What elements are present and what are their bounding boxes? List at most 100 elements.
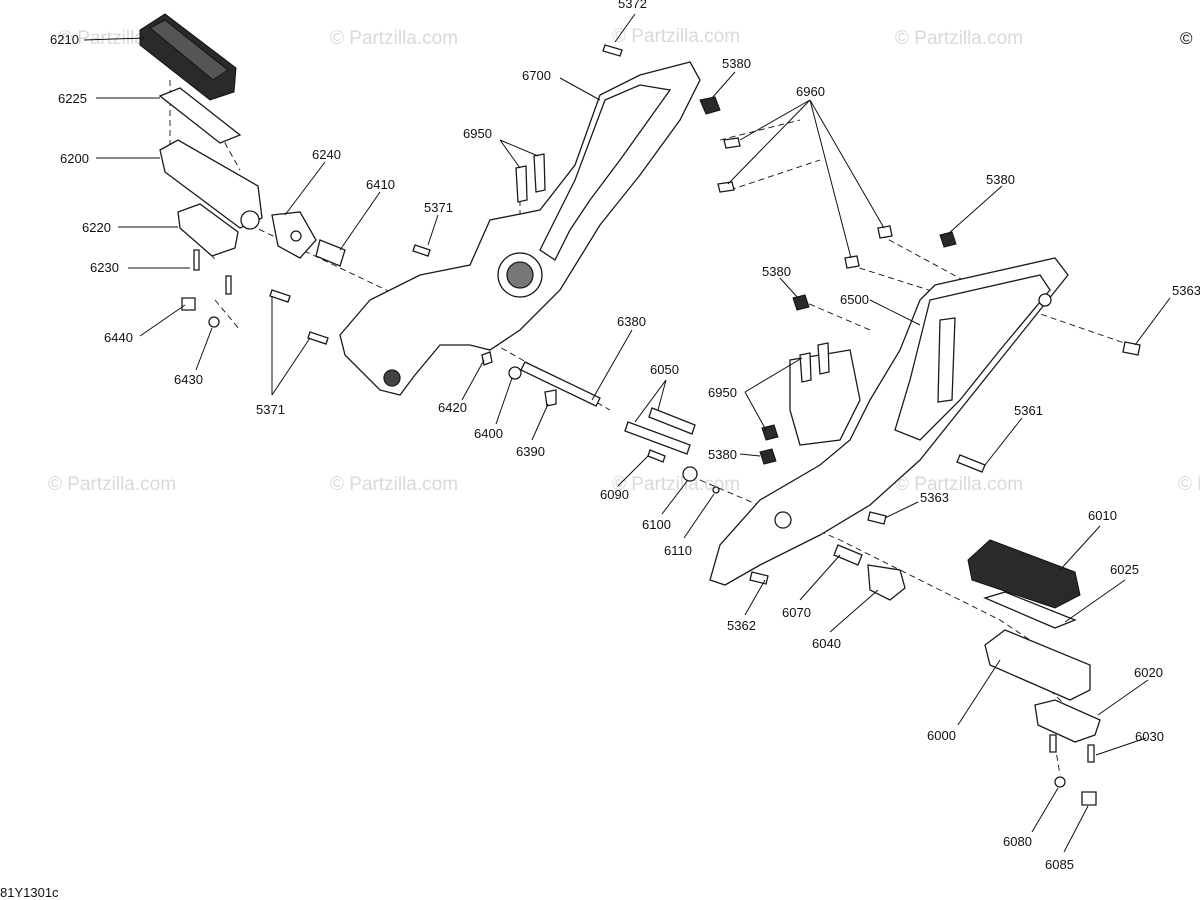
- leader: [339, 191, 381, 251]
- copyright-mark: ©: [1180, 29, 1193, 48]
- leader: [591, 329, 633, 401]
- callout-6400: 6400: [474, 426, 503, 441]
- callout-6420: 6420: [438, 400, 467, 415]
- bracket-slot: [937, 317, 956, 403]
- bolt-6050-b: [624, 421, 691, 455]
- callout-6210: 6210: [50, 32, 79, 47]
- leader: [1097, 679, 1149, 716]
- leader: [1063, 805, 1089, 853]
- leader: [884, 501, 919, 519]
- nut-6085: [1081, 791, 1097, 806]
- callout-5372: 5372: [618, 0, 647, 11]
- washer-6100: [682, 466, 698, 482]
- footpeg-rubber-6010: [967, 539, 1081, 609]
- axis-line: [719, 119, 1131, 346]
- callout-5363-top: 5363: [1172, 283, 1200, 298]
- bolt-6960-c: [877, 225, 893, 239]
- callout-6025: 6025: [1110, 562, 1139, 577]
- axis-line: [799, 264, 961, 331]
- bolt-6950-a: [515, 165, 528, 203]
- callout-6010: 6010: [1088, 508, 1117, 523]
- leader: [1095, 737, 1147, 756]
- bolt-6950-c: [799, 352, 812, 383]
- leader: [495, 377, 513, 425]
- watermark: © Partzilla.com: [895, 28, 1023, 49]
- callout-5380-top: 5380: [722, 56, 751, 71]
- bolt-6380: [520, 361, 601, 407]
- bolt-5361: [956, 454, 986, 473]
- left-footpeg-group: [139, 13, 346, 345]
- leader: [461, 359, 485, 401]
- spacer-6420: [481, 351, 493, 366]
- leader: [727, 99, 885, 259]
- bracket-hole: [774, 511, 792, 529]
- leader: [947, 185, 1003, 235]
- footpeg-body-6200: [159, 139, 263, 229]
- watermark: © Partzilla.com: [895, 474, 1023, 495]
- leader: [984, 417, 1023, 466]
- leader: [284, 161, 326, 216]
- callout-5361: 5361: [1014, 403, 1043, 418]
- leader: [83, 37, 146, 41]
- watermark: © Partzilla.com: [48, 474, 176, 495]
- callout-5380-mid: 5380: [762, 264, 791, 279]
- footpeg-body-6000: [984, 629, 1091, 701]
- screw-6230: [193, 249, 200, 271]
- bracket-web: [894, 274, 1051, 441]
- leader: [957, 659, 1001, 726]
- bracket-bore-inner: [506, 261, 534, 289]
- callout-6430: 6430: [174, 372, 203, 387]
- callout-6000: 6000: [927, 728, 956, 743]
- bushing-6410: [315, 239, 346, 267]
- axis-line: [699, 479, 1061, 661]
- callout-6080: 6080: [1003, 834, 1032, 849]
- leader: [683, 493, 715, 539]
- callout-6090: 6090: [600, 487, 629, 502]
- bolt-6960-b: [717, 181, 735, 193]
- callout-5371-low: 5371: [256, 402, 285, 417]
- leader: [499, 139, 539, 169]
- bolt-5371-lower: [307, 331, 329, 345]
- leader: [744, 357, 803, 431]
- callout-6020: 6020: [1134, 665, 1163, 680]
- watermark: © Partzilla.com: [612, 474, 740, 495]
- footpeg-bracket-6220: [177, 203, 239, 257]
- callout-5380-low: 5380: [708, 447, 737, 462]
- right-footpeg-group: [967, 539, 1101, 806]
- leader: [829, 589, 879, 633]
- bushing-6070: [833, 544, 863, 566]
- screw-6030-b: [1087, 744, 1095, 763]
- callout-6410: 6410: [366, 177, 395, 192]
- leader: [531, 403, 549, 441]
- callout-5380-right: 5380: [986, 172, 1015, 187]
- callout-5363-low: 5363: [920, 490, 949, 505]
- callout-6390: 6390: [516, 444, 545, 459]
- leader: [869, 299, 921, 326]
- leader-lines: [83, 13, 1171, 853]
- bolt-6960-d: [844, 255, 860, 269]
- bolt-6950-b: [533, 153, 546, 193]
- bolt-5371-top: [412, 244, 431, 257]
- leader: [1031, 787, 1059, 833]
- pivot-bracket-6040: [867, 564, 906, 601]
- screw-6030-a: [1049, 734, 1057, 753]
- screw-6090: [647, 449, 666, 463]
- leader: [614, 13, 636, 43]
- leader: [739, 453, 761, 457]
- callout-6200: 6200: [60, 151, 89, 166]
- leader: [711, 71, 736, 99]
- footpeg-plate-6225: [158, 87, 242, 144]
- callout-6700: 6700: [522, 68, 551, 83]
- callout-5362: 5362: [727, 618, 756, 633]
- bolt-5371-left: [269, 289, 291, 303]
- callout-6240: 6240: [312, 147, 341, 162]
- washer-6110: [712, 486, 720, 494]
- leader: [1134, 297, 1171, 346]
- leader: [1064, 579, 1126, 623]
- leader: [799, 554, 841, 601]
- callout-6230: 6230: [90, 260, 119, 275]
- right-bracket-6500: [709, 225, 1141, 586]
- callout-6950-low: 6950: [708, 385, 737, 400]
- nut-5380-mid: [792, 294, 810, 311]
- bolt-5363-top: [1122, 341, 1141, 356]
